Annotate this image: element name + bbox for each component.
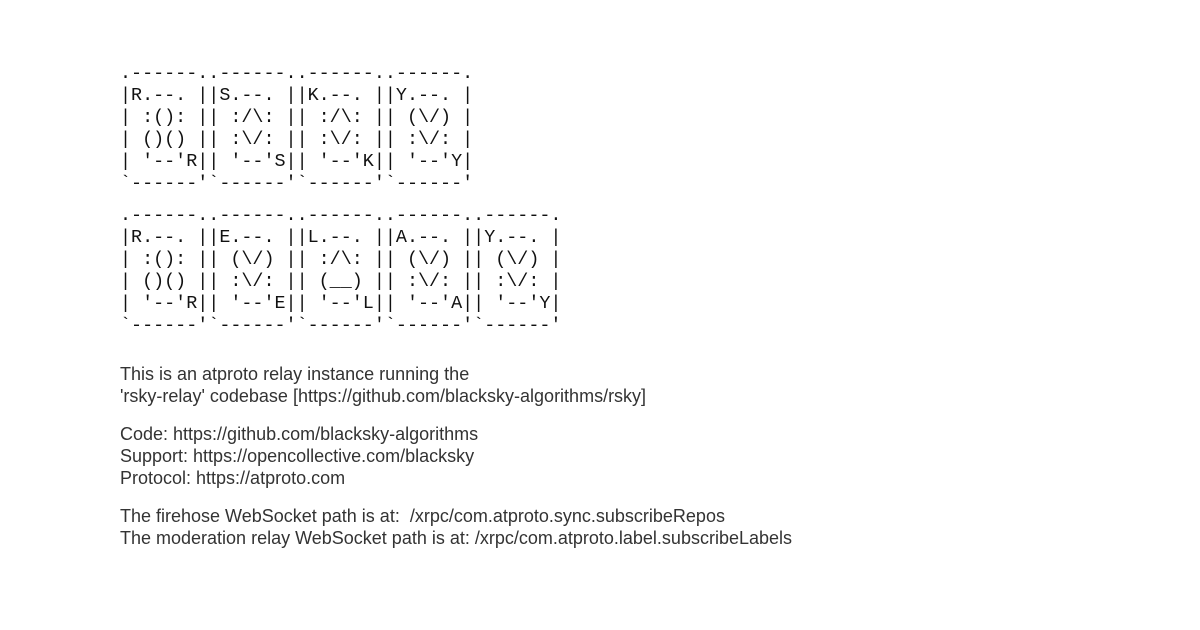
ascii-banner-relay: .------..------..------..------..------.… (120, 205, 561, 337)
banner-line: .------..------..------..------..------. (120, 205, 562, 226)
banner-line: | :(): || (\/) || :/\: || (\/) || (\/) | (120, 249, 562, 270)
websocket-paths: The firehose WebSocket path is at: /xrpc… (120, 505, 792, 549)
links-block: Code: https://github.com/blacksky-algori… (120, 423, 478, 489)
banner-line: | '--'R|| '--'S|| '--'K|| '--'Y| (120, 151, 474, 172)
banner-line: .------..------..------..------. (120, 63, 474, 84)
banner-line: | ()() || :\/: || :\/: || :\/: | (120, 129, 474, 150)
support-link-text: Support: https://opencollective.com/blac… (120, 446, 475, 466)
code-link-text: Code: https://github.com/blacksky-algori… (120, 424, 479, 444)
banner-line: | :(): || :/\: || :/\: || (\/) | (120, 107, 474, 128)
intro-line-2: 'rsky-relay' codebase [https://github.co… (120, 386, 647, 406)
protocol-link-text: Protocol: https://atproto.com (120, 468, 346, 488)
moderation-path-text: The moderation relay WebSocket path is a… (120, 528, 793, 548)
intro-line-1: This is an atproto relay instance runnin… (120, 364, 470, 384)
banner-line: | ()() || :\/: || (__) || :\/: || :\/: | (120, 271, 562, 292)
banner-line: |R.--. ||S.--. ||K.--. ||Y.--. | (120, 85, 474, 106)
intro-text: This is an atproto relay instance runnin… (120, 363, 646, 407)
banner-line: `------'`------'`------'`------'`------' (120, 315, 562, 336)
firehose-path-text: The firehose WebSocket path is at: /xrpc… (120, 506, 725, 526)
banner-line: |R.--. ||E.--. ||L.--. ||A.--. ||Y.--. | (120, 227, 562, 248)
ascii-banner-rsky: .------..------..------..------. |R.--. … (120, 63, 473, 195)
banner-line: | '--'R|| '--'E|| '--'L|| '--'A|| '--'Y| (120, 293, 562, 314)
banner-line: `------'`------'`------'`------' (120, 173, 474, 194)
